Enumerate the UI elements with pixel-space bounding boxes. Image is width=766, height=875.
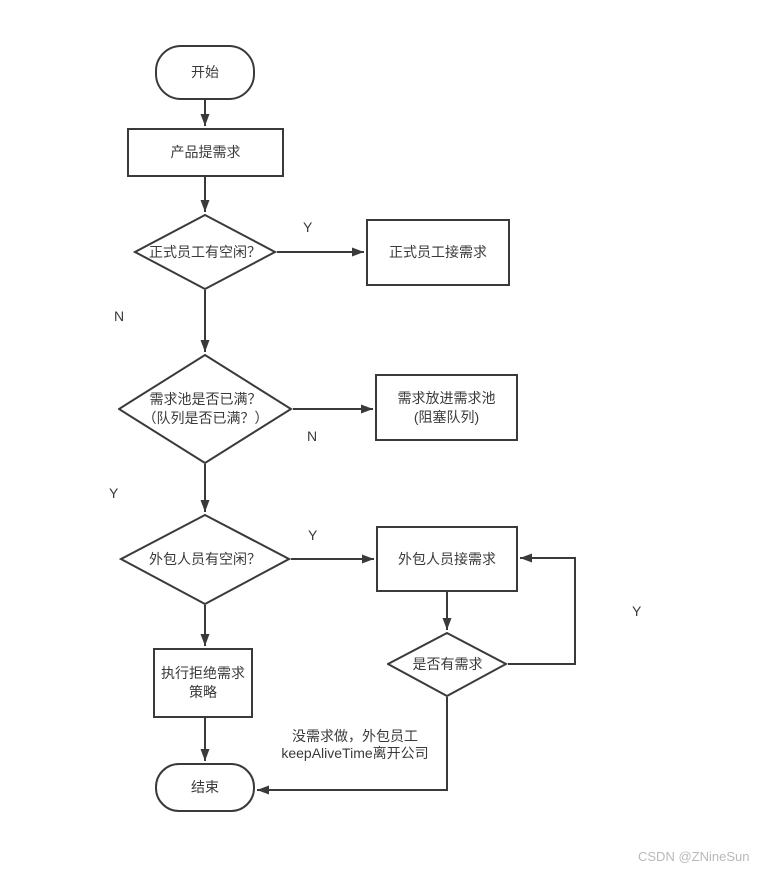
- annotation-keepalive: 没需求做，外包员工 keepAliveTime离开公司: [281, 728, 429, 761]
- node-regular-employee-takes: 正式员工接需求: [366, 219, 510, 286]
- node-regular-employee-takes-label: 正式员工接需求: [389, 244, 487, 260]
- watermark: CSDN @ZNineSun: [638, 849, 750, 864]
- edge-label-d4-yes: Y: [632, 603, 642, 619]
- decision-outsource-free-label: 外包人员有空闲？: [149, 551, 261, 567]
- edge-label-d1-yes: Y: [303, 219, 313, 235]
- node-reject-policy-label: 执行拒绝需求 策略: [161, 665, 245, 700]
- node-put-into-queue: 需求放进需求池 (阻塞队列): [375, 374, 518, 441]
- node-reject-policy: 执行拒绝需求 策略: [153, 648, 253, 718]
- node-start: 开始: [155, 45, 255, 100]
- edge-label-d2-no: N: [307, 428, 318, 444]
- decision-regular-employee-free: 正式员工有空闲？: [133, 214, 277, 290]
- decision-has-demand: 是否有需求: [387, 632, 508, 697]
- decision-queue-full-label: 需求池是否已满？ （队列是否已满？）: [142, 391, 269, 426]
- diamond-shape: [119, 514, 291, 605]
- node-end: 结束: [155, 763, 255, 812]
- edge-label-d3-yes: Y: [308, 527, 318, 543]
- decision-regular-employee-free-label: 正式员工有空闲？: [149, 243, 261, 260]
- decision-outsource-free: 外包人员有空闲？: [119, 514, 291, 605]
- edge-d4-yes-loop-to-r3: [508, 553, 576, 665]
- node-product-request: 产品提需求: [127, 128, 284, 177]
- diamond-shape: [118, 354, 293, 464]
- decision-queue-full: 需求池是否已满？ （队列是否已满？）: [118, 354, 293, 464]
- node-outsource-takes-label: 外包人员接需求: [398, 550, 496, 567]
- node-end-label: 结束: [191, 779, 219, 795]
- node-start-label: 开始: [191, 64, 219, 80]
- decision-has-demand-label: 是否有需求: [412, 656, 483, 672]
- edge-d4-no-to-end: [257, 697, 448, 795]
- edge-label-d1-no: N: [114, 308, 125, 324]
- diamond-shape: [387, 632, 508, 697]
- node-put-into-queue-label: 需求放进需求池 (阻塞队列): [397, 389, 496, 425]
- edge-label-d2-yes: Y: [109, 485, 119, 501]
- node-product-request-label: 产品提需求: [170, 144, 241, 160]
- node-outsource-takes: 外包人员接需求: [376, 526, 518, 592]
- diamond-shape: [133, 214, 277, 290]
